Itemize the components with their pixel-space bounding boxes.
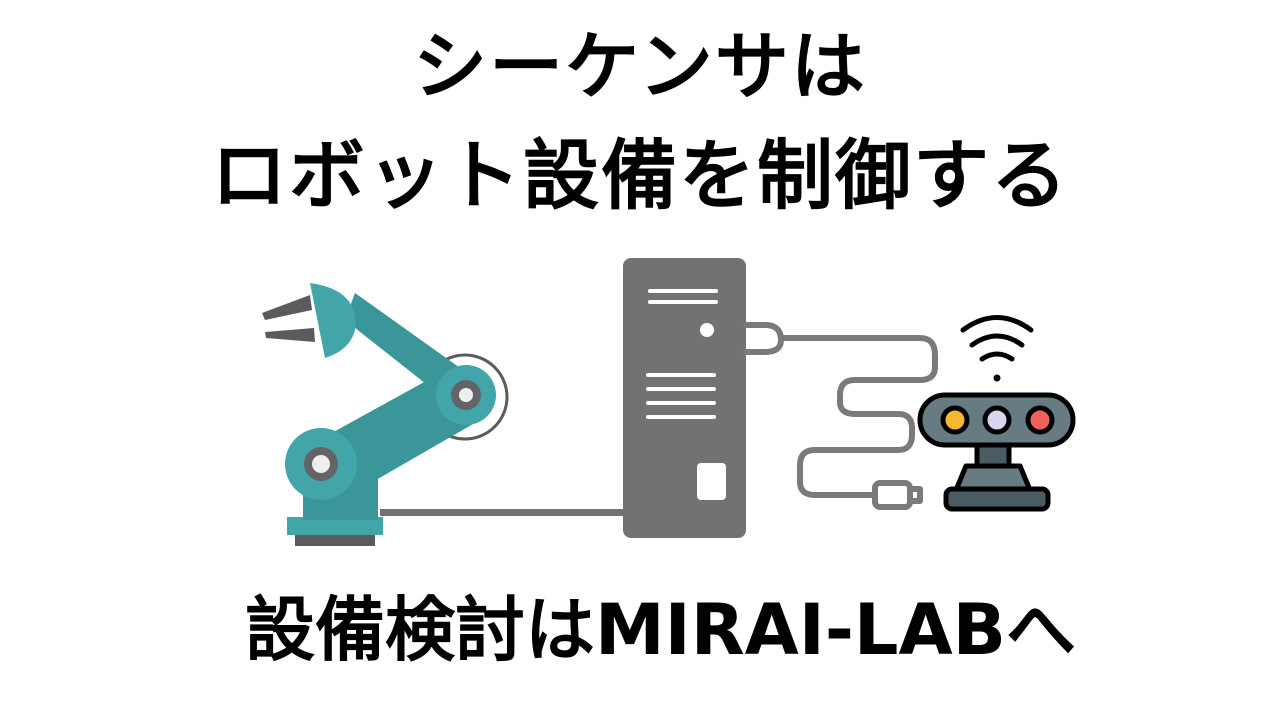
headline-line-2: ロボット設備を制御する <box>211 131 1069 220</box>
headline-line-1: シーケンサは <box>413 24 867 110</box>
sensor-camera-icon <box>917 392 1076 512</box>
wifi-icon <box>960 315 1034 382</box>
robot-arm-icon <box>262 283 509 546</box>
robot-to-computer-wire <box>380 509 630 516</box>
usb-cable-icon <box>743 322 938 510</box>
cta-text: 設備検討はMIRAI-LABへ <box>245 589 1077 671</box>
computer-tower-icon <box>623 258 746 538</box>
